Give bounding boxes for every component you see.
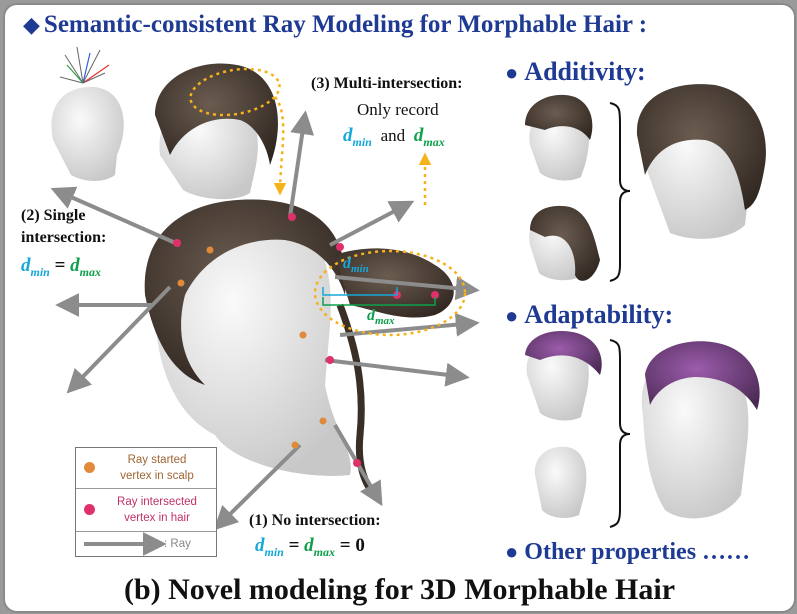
adaptability-heads	[525, 331, 760, 519]
legend-ray-label: : Ray	[164, 538, 191, 550]
hair-dot-icon	[84, 504, 95, 515]
bullet-icon: ●	[505, 60, 519, 85]
no-intersection-eq: dmin = dmax = 0	[255, 535, 365, 559]
distance-brackets	[322, 287, 436, 306]
additivity-text: Additivity:	[524, 57, 646, 86]
legend-intersected-line2: vertex in hair	[124, 512, 190, 524]
legend-started-line2: vertex in scalp	[120, 470, 194, 482]
other-properties-text: Other properties ……	[524, 539, 751, 565]
ray-arrow-icon	[84, 532, 167, 556]
hair-head-top	[155, 63, 278, 200]
dmin-figure-label: dmin	[343, 255, 369, 276]
bullet-icon: ●	[505, 539, 519, 564]
additivity-heads	[525, 84, 766, 281]
scalp-head-thumbnail	[51, 46, 124, 181]
single-intersection-eq: dmin = dmax	[21, 255, 102, 279]
single-intersection-line1: (2) Single	[21, 207, 86, 224]
additivity-heading: ●Additivity:	[505, 57, 646, 87]
dmax-figure-label: dmax	[367, 307, 395, 328]
illustration-layer	[50, 46, 766, 531]
right-brackets	[609, 102, 631, 528]
multi-intersection-sub: Only record	[357, 100, 439, 119]
no-intersection-title: (1) No intersection:	[249, 512, 381, 529]
legend-started-line1: Ray started	[127, 454, 187, 466]
legend-row-ray: : Ray	[76, 532, 216, 556]
figure-caption: (b) Novel modeling for 3D Morphable Hair	[123, 573, 676, 606]
multi-intersection-title: (3) Multi-intersection:	[311, 75, 463, 92]
multi-intersection-eq: dmin and dmax	[343, 125, 445, 149]
bullet-icon: ●	[505, 303, 519, 328]
adaptability-heading: ●Adaptability:	[505, 300, 673, 330]
scalp-dot-icon	[84, 462, 95, 473]
legend-box: Ray started vertex in scalp Ray intersect…	[75, 447, 217, 557]
adaptability-text: Adaptability:	[524, 300, 674, 329]
main-head-illustration	[144, 199, 454, 498]
legend-row-started: Ray started vertex in scalp	[76, 448, 216, 489]
ray-vertices	[173, 213, 439, 467]
legend-intersected-line1: Ray intersected	[117, 496, 197, 508]
other-properties-heading: ●Other properties ……	[505, 539, 750, 566]
figure-title: ◆Semantic-consistent Ray Modeling for Mo…	[23, 11, 647, 39]
highlight-annotations	[189, 67, 467, 337]
figure-frame: ◆Semantic-consistent Ray Modeling for Mo…	[3, 3, 796, 613]
legend-row-intersected: Ray intersected vertex in hair	[76, 489, 216, 532]
single-intersection-line2: intersection:	[21, 229, 107, 246]
figure-title-text: Semantic-consistent Ray Modeling for Mor…	[43, 11, 648, 38]
rays	[50, 110, 480, 531]
diamond-icon: ◆	[23, 12, 40, 37]
